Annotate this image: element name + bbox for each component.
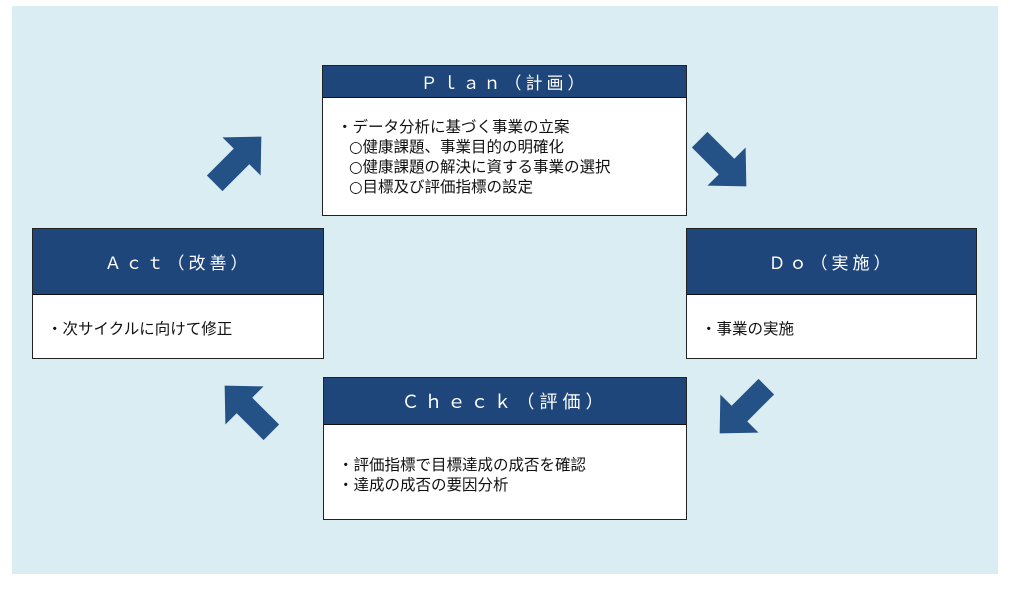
act-box: Ａｃｔ（改善） ・次サイクルに向けて修正 <box>32 228 324 359</box>
plan-body: ・データ分析に基づく事業の立案 ○健康課題、事業目的の明確化 ○健康課題の解決に… <box>323 98 686 197</box>
do-line: ・事業の実施 <box>701 320 795 338</box>
plan-line: ○目標及び評価指標の設定 <box>349 178 534 196</box>
check-body: ・評価指標で目標達成の成否を確認 ・達成の成否の要因分析 <box>324 425 686 495</box>
plan-header: Ｐｌａｎ（計画） <box>323 66 686 98</box>
act-header: Ａｃｔ（改善） <box>33 229 323 295</box>
check-line: ・評価指標で目標達成の成否を確認 <box>338 456 587 474</box>
do-box: Ｄｏ（実施） ・事業の実施 <box>686 228 977 359</box>
arrow-down-right-icon <box>688 128 758 198</box>
check-box: Ｃｈｅｃｋ（評価） ・評価指標で目標達成の成否を確認 ・達成の成否の要因分析 <box>323 377 687 520</box>
do-body: ・事業の実施 <box>687 295 976 339</box>
plan-line: ・データ分析に基づく事業の立案 <box>337 118 570 136</box>
plan-box: Ｐｌａｎ（計画） ・データ分析に基づく事業の立案 ○健康課題、事業目的の明確化 … <box>322 65 687 216</box>
act-body: ・次サイクルに向けて修正 <box>33 295 323 339</box>
arrow-up-right-icon <box>203 125 273 195</box>
check-header: Ｃｈｅｃｋ（評価） <box>324 378 686 425</box>
act-line: ・次サイクルに向けて修正 <box>47 320 233 338</box>
plan-line: ○健康課題の解決に資する事業の選択 <box>349 158 611 176</box>
arrow-up-left-icon <box>213 374 283 444</box>
plan-line: ○健康課題、事業目的の明確化 <box>349 138 565 156</box>
arrow-down-left-icon <box>708 375 778 445</box>
do-header: Ｄｏ（実施） <box>687 229 976 295</box>
check-line: ・達成の成否の要因分析 <box>338 476 509 494</box>
